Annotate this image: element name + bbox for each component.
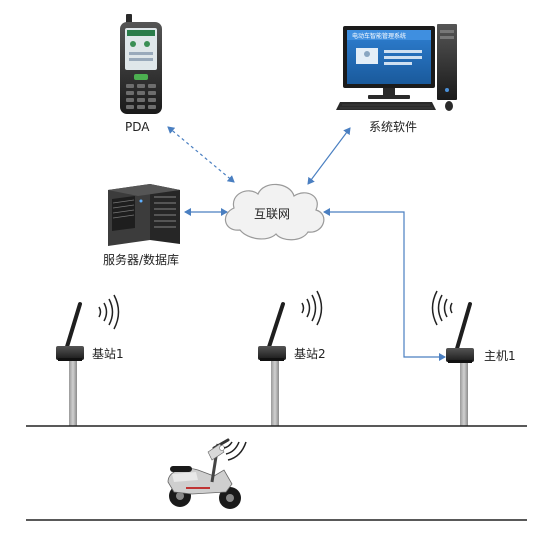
- internet-label: 互联网: [254, 207, 291, 221]
- wireless-signal-icon: [431, 290, 453, 326]
- base-station-1-label: 基站1: [92, 347, 124, 361]
- base-station-2-label: 基站2: [294, 347, 326, 361]
- link-software-internet: [307, 127, 351, 185]
- desktop-computer-icon: 电动车智能管理系统: [336, 24, 457, 111]
- pda-icon: [120, 14, 162, 114]
- host-1-label: 主机1: [484, 349, 516, 363]
- cloud-icon: [224, 183, 325, 241]
- base-station-2-icon: [258, 302, 286, 426]
- wireless-signal-icon: [223, 441, 247, 461]
- link-pda-internet: [167, 126, 235, 183]
- electric-scooter-icon: [167, 438, 241, 509]
- pda-label: PDA: [125, 120, 150, 134]
- link-internet-host: [323, 208, 446, 361]
- software-label: 系统软件: [369, 120, 418, 134]
- base-station-1-icon: [56, 302, 84, 426]
- wireless-signal-icon: [301, 290, 323, 326]
- wireless-signal-icon: [98, 294, 120, 330]
- server-tower-icon: [108, 184, 180, 246]
- server-label: 服务器/数据库: [103, 253, 180, 267]
- host-1-icon: [446, 302, 474, 426]
- monitor-screen-title: 电动车智能管理系统: [352, 32, 406, 40]
